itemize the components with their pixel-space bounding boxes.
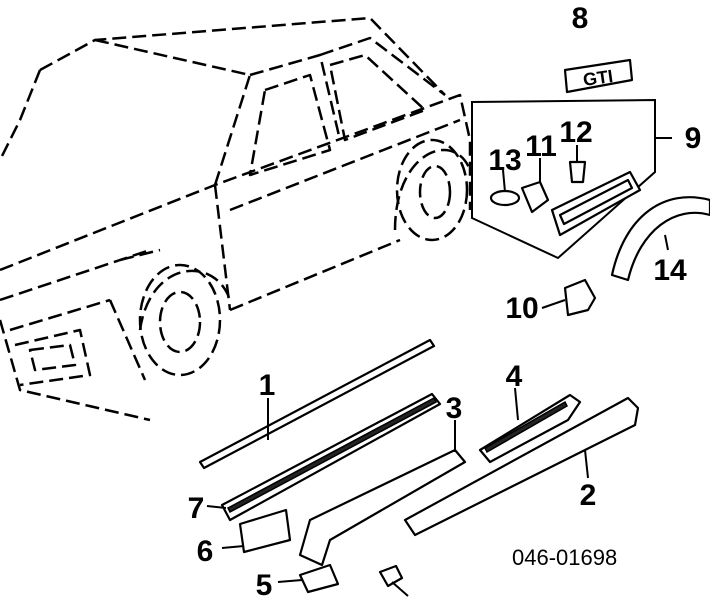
callout-13: 13 — [488, 144, 521, 177]
callout-9: 9 — [685, 122, 702, 155]
fastener-12 — [568, 145, 587, 184]
part-9-group — [471, 98, 672, 260]
wheel-arch-trim — [610, 196, 710, 282]
badge-text: GTI — [582, 66, 614, 90]
callout-3: 3 — [446, 392, 463, 425]
callout-7: 7 — [188, 492, 205, 525]
car-body-outline — [0, 16, 472, 422]
callout-14: 14 — [653, 254, 687, 287]
sill-end-4 — [478, 387, 582, 464]
callout-10: 10 — [505, 292, 538, 325]
trim-strip-1 — [198, 338, 436, 470]
callout-4: 4 — [506, 360, 523, 393]
clip-5 — [277, 563, 340, 594]
rocker-panel-3 — [298, 420, 467, 567]
callout-5: 5 — [256, 569, 273, 600]
callout-1: 1 — [259, 369, 276, 402]
clip-11 — [520, 158, 550, 214]
callout-12: 12 — [559, 116, 592, 149]
end-cap-10 — [541, 278, 597, 317]
callout-6: 6 — [197, 535, 214, 568]
callout-11: 11 — [525, 130, 557, 163]
gti-badge: GTI — [563, 58, 634, 94]
callout-8: 8 — [572, 2, 589, 35]
rocker-strip-2 — [403, 396, 640, 537]
callout-labels: 8 9 13 11 12 14 10 1 4 3 2 7 6 5 — [188, 2, 702, 600]
drawing-code: 046-01698 — [512, 545, 617, 570]
end-piece-6 — [221, 508, 292, 554]
clip-13 — [489, 169, 521, 207]
door-moulding — [550, 170, 642, 237]
sill-moulding-7 — [206, 392, 442, 522]
screw — [378, 564, 409, 597]
callout-2: 2 — [580, 479, 597, 512]
